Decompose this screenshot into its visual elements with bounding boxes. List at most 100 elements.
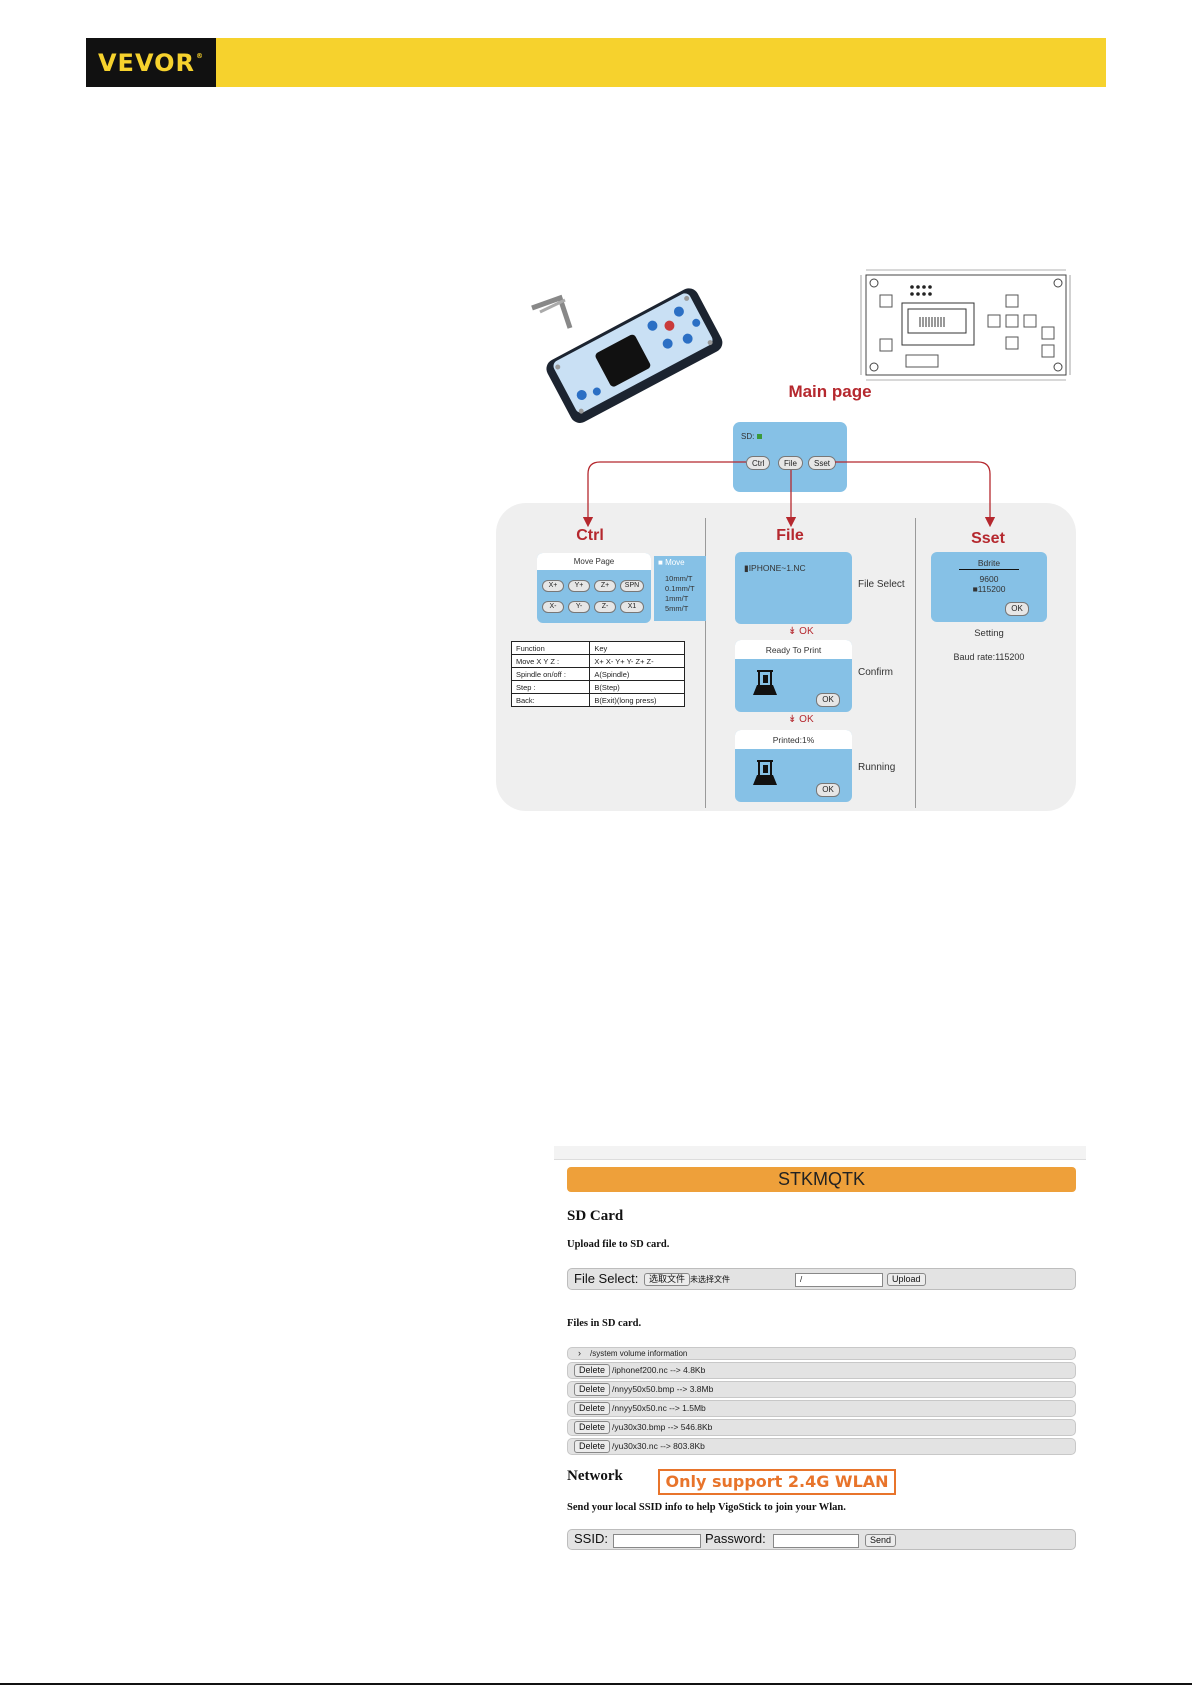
baud-option-selected-text: 115200 [977, 584, 1006, 594]
ok-step-1: ↡ OK [788, 626, 814, 637]
page-bottom-rule [0, 1683, 1192, 1685]
upload-button[interactable]: Upload [887, 1273, 926, 1286]
delete-button[interactable]: Delete [574, 1421, 611, 1434]
vevor-logo: VEVOR® [86, 38, 216, 87]
running-ok-button[interactable]: OK [816, 783, 840, 797]
wlan-notice-badge: Only support 2.4G WLAN [658, 1469, 896, 1495]
ssid-input[interactable] [613, 1534, 701, 1548]
key-x1[interactable]: X1 [620, 601, 644, 613]
table-row: Move X Y Z :X+ X- Y+ Y- Z+ Z- [510, 654, 685, 668]
file-name: /nnyy50x50.bmp --> 3.8Mb [612, 1384, 714, 1394]
table-cell: Step : [510, 680, 591, 694]
brand-name: VEVOR [97, 48, 195, 77]
sd-status: SD: [741, 432, 763, 441]
table-row: Step :B(Step) [510, 680, 685, 694]
ctrl-title: Ctrl [576, 527, 604, 544]
network-form-bar: SSID: Password: Send [567, 1529, 1076, 1550]
printer-icon [753, 670, 777, 695]
registered-mark: ® [196, 52, 204, 60]
file-select-label: File Select: [574, 1271, 639, 1286]
move-page-screen: Move Page X+ Y+ Z+ SPN X- Y- Z- X1 [537, 553, 651, 623]
files-heading: Files in SD card. [567, 1318, 642, 1329]
browser-topbar [554, 1146, 1086, 1160]
ctrl-button[interactable]: Ctrl [746, 456, 771, 470]
send-button[interactable]: Send [865, 1534, 897, 1547]
key-y-minus[interactable]: Y- [568, 601, 590, 613]
password-input[interactable] [773, 1534, 859, 1548]
baud-option-selected: ■115200 [972, 584, 1006, 594]
baud-ok-button[interactable]: OK [1005, 602, 1029, 616]
password-label: Password: [705, 1531, 766, 1546]
step-menu-item: ■ Move [658, 558, 685, 567]
step-menu-item: 1mm/T [665, 594, 689, 603]
baud-rate-text: Baud rate:115200 [953, 652, 1025, 662]
confirm-ok-button[interactable]: OK [816, 693, 840, 707]
key-z-minus[interactable]: Z- [594, 601, 616, 613]
chevron-right-icon[interactable]: › [578, 1348, 581, 1358]
table-cell: Move X Y Z : [510, 654, 591, 668]
table-cell: A(Spindle) [589, 667, 685, 681]
running-label: Running [858, 762, 896, 773]
ok-step-2: ↡ OK [788, 714, 814, 725]
table-cell: B(Exit)(long press) [589, 693, 685, 707]
file-name: /iphonef200.nc --> 4.8Kb [612, 1365, 706, 1375]
setting-label: Setting [974, 628, 1004, 639]
key-x-minus[interactable]: X- [542, 601, 564, 613]
sset-title: Sset [971, 530, 1005, 547]
key-spn[interactable]: SPN [620, 580, 644, 592]
table-cell: Key [589, 641, 685, 655]
key-z-plus[interactable]: Z+ [594, 580, 616, 592]
pcb-blueprint [860, 269, 1071, 381]
move-page-header [537, 553, 651, 570]
file-select-screen: ▮IPHONE~1.NC [735, 552, 852, 624]
baud-screen-title: Bdrite [977, 558, 1001, 568]
printer-icon [753, 760, 777, 785]
running-screen: Printed:1% OK [735, 730, 852, 802]
folder-name[interactable]: /system volume information [590, 1349, 688, 1358]
baud-screen: Bdrite 9600 ■115200 OK [931, 552, 1047, 622]
file-name: /yu30x30.nc --> 803.8Kb [612, 1441, 705, 1451]
file-row: Delete /yu30x30.nc --> 803.8Kb [567, 1438, 1076, 1455]
step-menu-item: 0.1mm/T [665, 584, 695, 593]
delete-button[interactable]: Delete [574, 1383, 611, 1396]
file-name: /nnyy50x50.nc --> 1.5Mb [612, 1403, 706, 1413]
network-heading: Network [567, 1468, 623, 1484]
delete-button[interactable]: Delete [574, 1440, 611, 1453]
choose-file-button[interactable]: 选取文件 [644, 1273, 691, 1286]
file-entry: ▮IPHONE~1.NC [744, 563, 806, 573]
running-header [735, 730, 852, 749]
table-row: Back:B(Exit)(long press) [510, 693, 685, 707]
path-input[interactable]: / [795, 1273, 883, 1287]
running-title: Printed:1% [772, 735, 815, 745]
key-y-plus[interactable]: Y+ [568, 580, 590, 592]
file-button[interactable]: File [778, 456, 803, 470]
confirm-label: Confirm [858, 667, 894, 678]
step-menu-item: 5mm/T [665, 604, 689, 613]
header-bar: VEVOR® [86, 38, 1106, 87]
file-entry-name: IPHONE~1.NC [748, 563, 806, 573]
upload-instruction: Upload file to SD card. [567, 1239, 670, 1250]
delete-button[interactable]: Delete [574, 1402, 611, 1415]
baud-divider [959, 569, 1019, 570]
key-x-plus[interactable]: X+ [542, 580, 564, 592]
baud-option: 9600 [979, 574, 999, 584]
confirm-title: Ready To Print [765, 645, 822, 655]
step-menu-move: Move [665, 558, 685, 567]
file-select-label: File Select [858, 579, 905, 590]
ssid-instruction: Send your local SSID info to help VigoSt… [567, 1502, 846, 1513]
folder-row[interactable]: › /system volume information [567, 1347, 1076, 1360]
file-row: Delete /iphonef200.nc --> 4.8Kb [567, 1362, 1076, 1379]
table-cell: Function [510, 641, 591, 655]
confirm-screen: Ready To Print OK [735, 640, 852, 712]
delete-button[interactable]: Delete [574, 1364, 611, 1377]
ok-step-2-text: OK [799, 714, 814, 725]
table-cell: X+ X- Y+ Y- Z+ Z- [589, 654, 685, 668]
sset-button[interactable]: Sset [808, 456, 837, 470]
move-page-title: Move Page [573, 557, 615, 566]
app-banner: STKMQTK [567, 1167, 1076, 1192]
table-cell: Back: [510, 693, 591, 707]
web-ui-screenshot: STKMQTK SD Card Upload file to SD card. … [554, 1146, 1086, 1553]
file-name: /yu30x30.bmp --> 546.8Kb [612, 1422, 713, 1432]
